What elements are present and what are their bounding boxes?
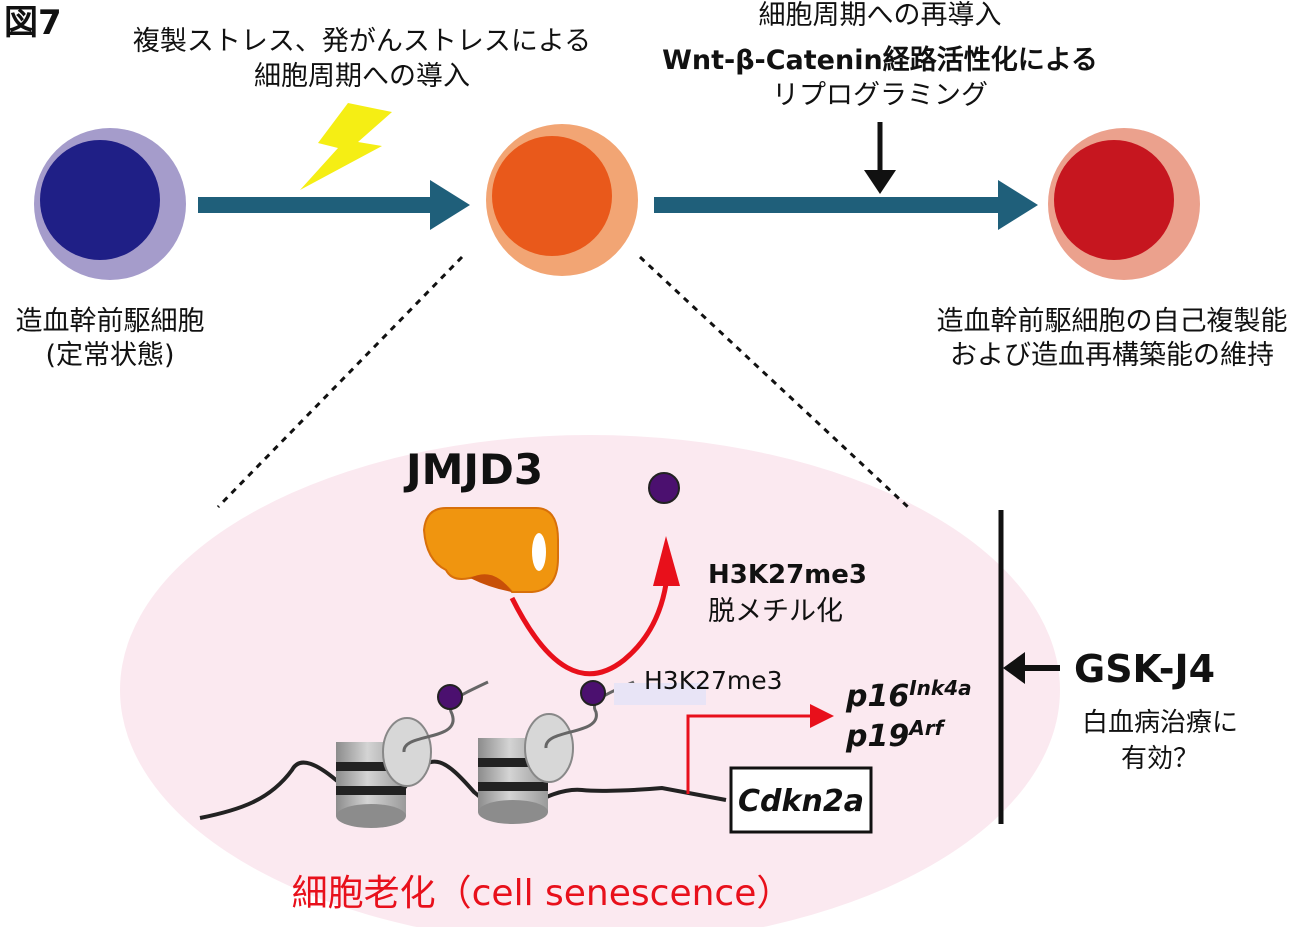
reprogramming-label-line3: リプログラミング — [772, 80, 988, 111]
arrow-to-stressed-cell-head — [430, 180, 470, 230]
reprogramming-label-line1: 細胞周期への再導入 — [759, 0, 1002, 31]
nucleosome-2 — [478, 713, 574, 824]
methyl-mark-1-icon — [437, 684, 463, 710]
transcription-arrow — [686, 714, 812, 794]
p19-label: p19Arf — [845, 716, 946, 754]
nucleosome-1 — [336, 717, 432, 828]
cdkn2a-gene-label: Cdkn2a — [738, 784, 864, 819]
released-methyl-icon — [648, 472, 680, 504]
stress-lightning-icon — [300, 103, 392, 190]
histone-mark-label-bg — [614, 683, 706, 705]
therapy-label-line1: 白血病治療に — [1082, 708, 1238, 738]
stimulus-label-line1: 複製ストレス、発がんストレスによる — [133, 26, 591, 57]
hspc-label-line1: 造血幹前駆細胞 — [16, 306, 205, 337]
p16-label: p16Ink4a — [845, 676, 972, 714]
jmjd3-highlight — [532, 533, 546, 571]
histone-tail-2 — [544, 680, 635, 749]
reprogrammed-nucleus — [1054, 140, 1174, 260]
zoom-line-left — [216, 255, 464, 509]
cdkn2a-gene-box — [729, 766, 873, 834]
senescence-label: 細胞老化（cell senescence） — [292, 873, 793, 914]
reprogramming-label-line2: Wnt-β-Catenin経路活性化による — [662, 44, 1098, 76]
zoom-line-right — [638, 255, 910, 509]
outcome-label-line1: 造血幹前駆細胞の自己複製能 — [937, 306, 1288, 337]
figure-label: 図7 — [4, 3, 62, 43]
transcription-arrow-head — [810, 704, 834, 728]
jmjd3-label: JMJD3 — [403, 445, 543, 494]
demethylation-arrow-head — [653, 536, 680, 586]
wnt-down-arrow-head — [864, 170, 896, 194]
outcome-label-line2: および造血再構築能の維持 — [950, 340, 1274, 371]
stimulus-label-line2: 細胞周期への導入 — [254, 61, 470, 92]
stressed-nucleus — [492, 136, 612, 256]
demethylation-arrow — [509, 583, 669, 677]
hspc-label-line2: (定常状態) — [45, 340, 174, 371]
jmjd3-pocket — [470, 574, 512, 592]
gsk-j4-arrow-head — [1003, 652, 1025, 684]
therapy-label-line2: 有効？ — [1121, 744, 1199, 774]
demethylation-label-line2: 脱メチル化 — [708, 596, 843, 627]
hspc-nucleus — [40, 140, 160, 260]
inhibitor-label: GSK-J4 — [1074, 647, 1215, 691]
histone-mark-label: H3K27me3 — [644, 666, 783, 695]
demethylation-label-line1: H3K27me3 — [708, 560, 867, 590]
methyl-mark-2-icon — [580, 680, 606, 706]
arrow-to-reprogrammed-cell-head — [998, 180, 1038, 230]
